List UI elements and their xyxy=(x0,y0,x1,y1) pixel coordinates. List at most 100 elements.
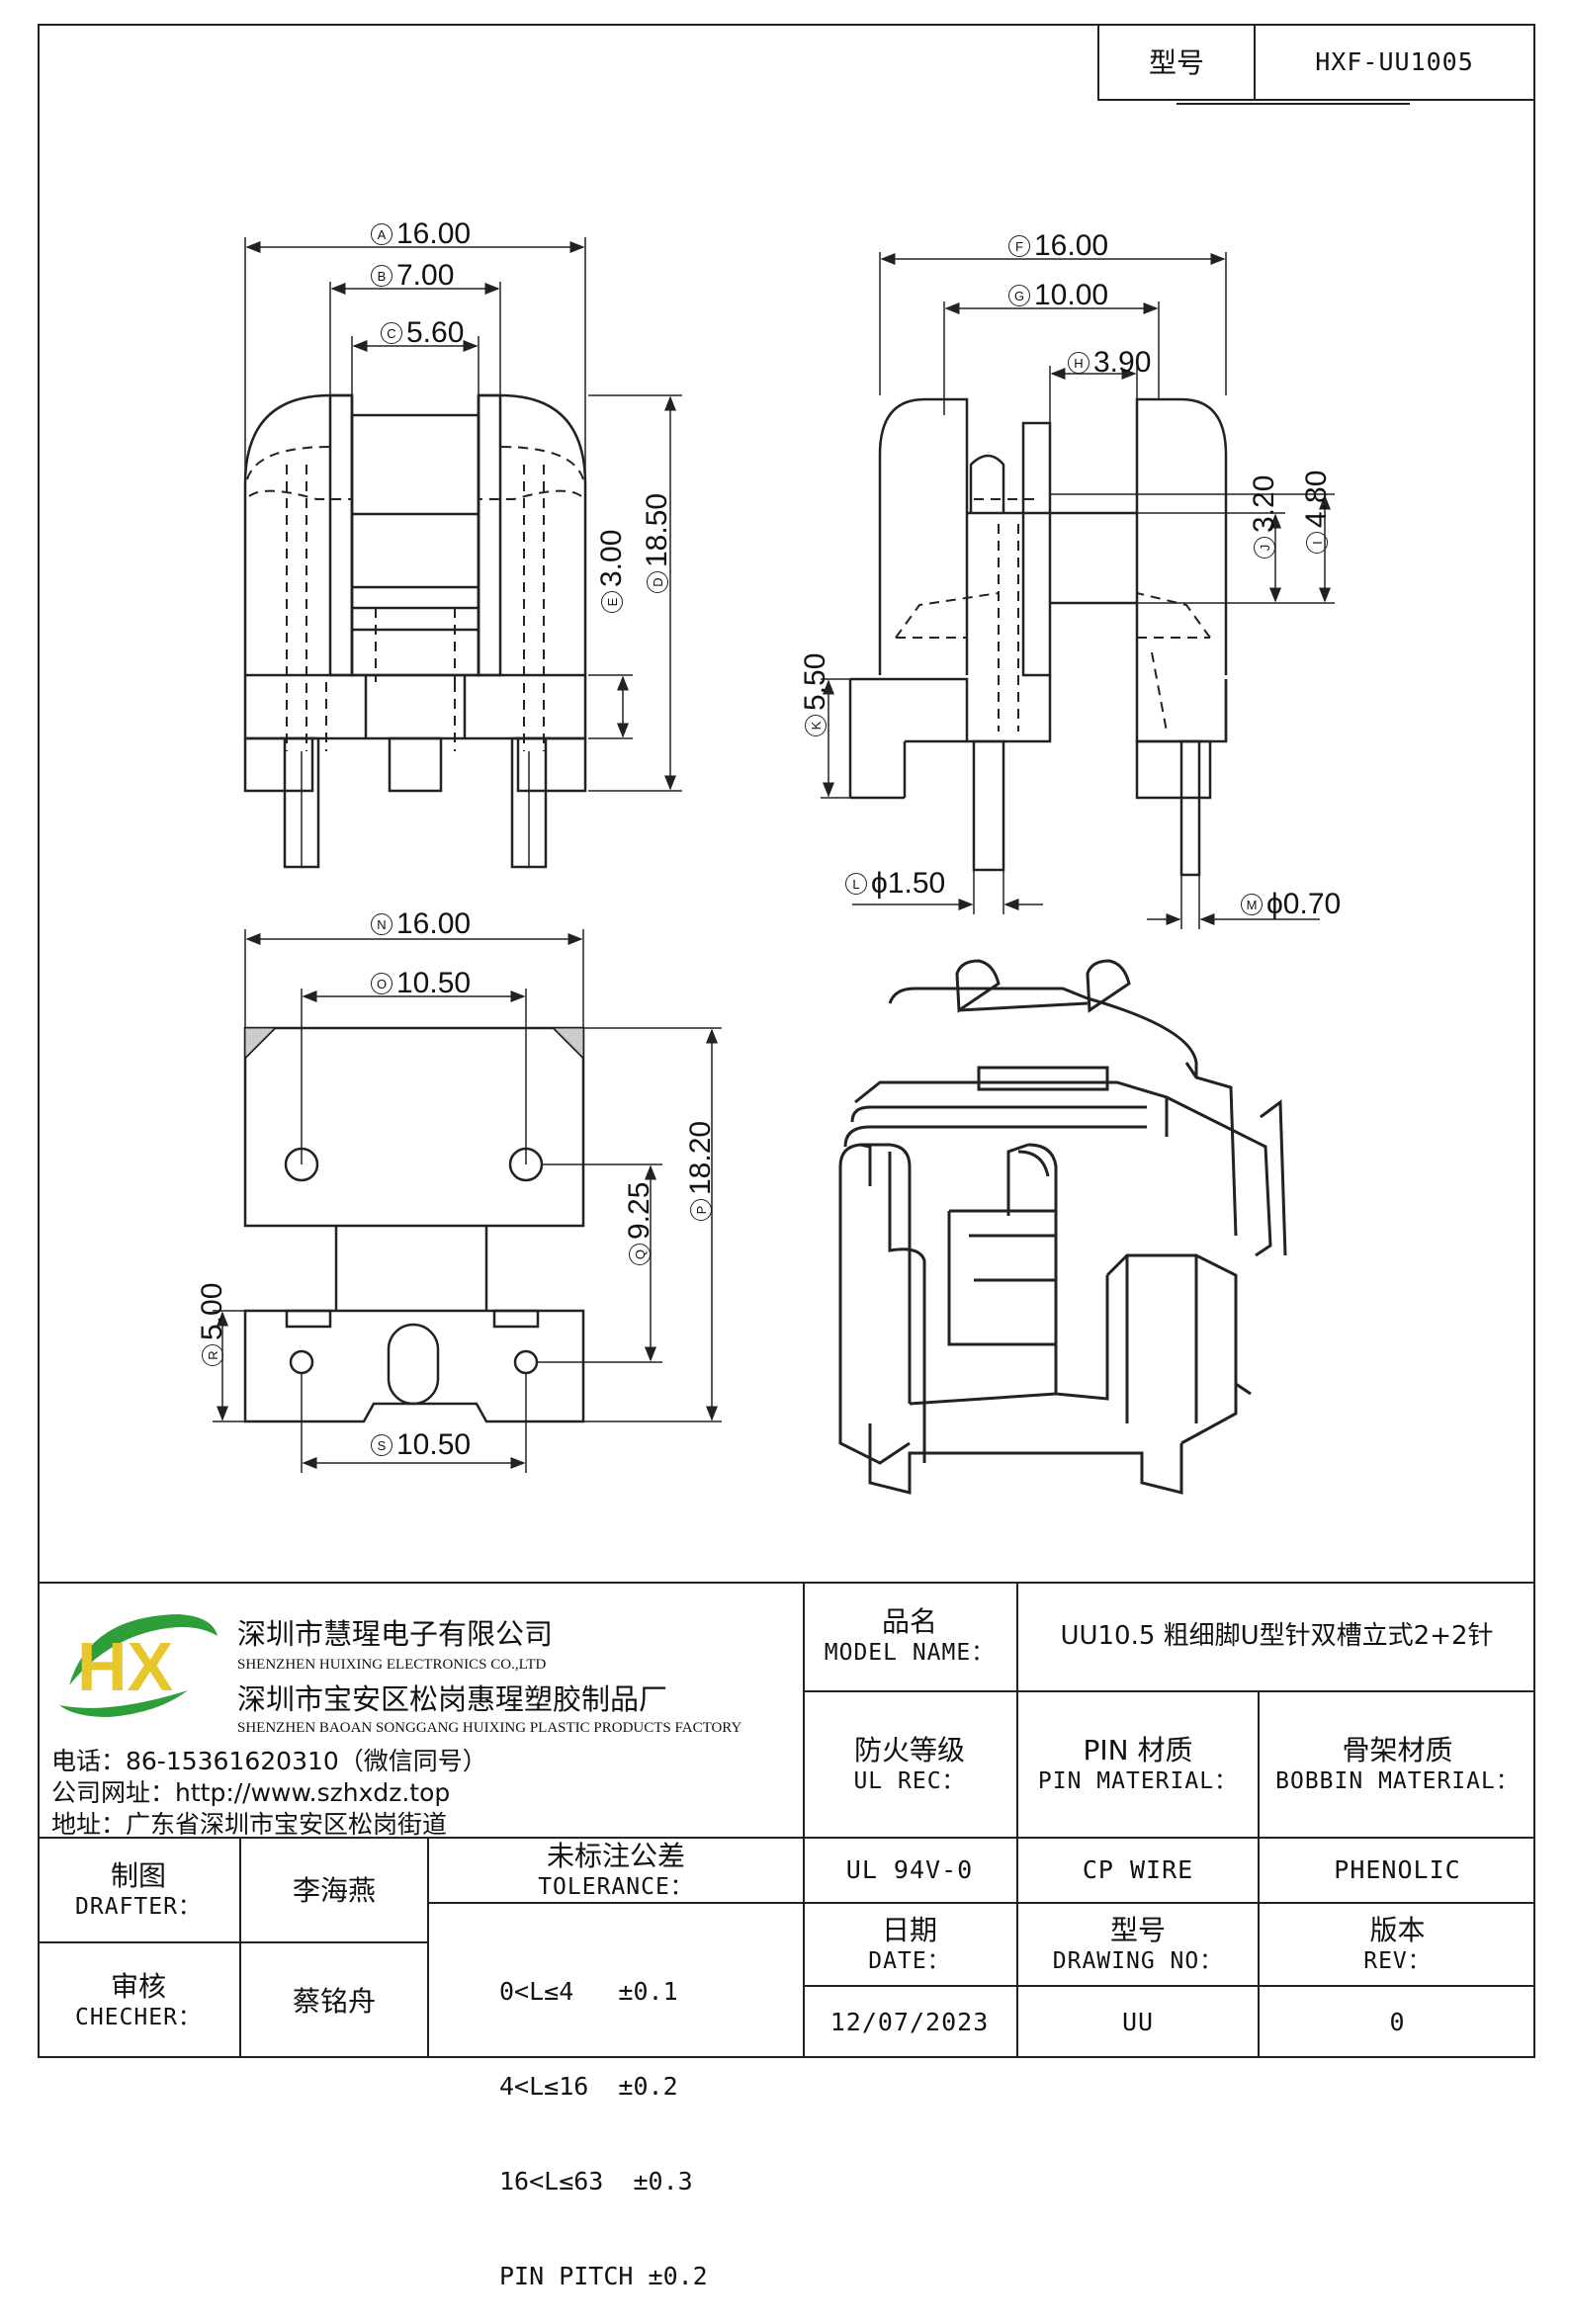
model-name-label: 品名 MODEL NAME： xyxy=(803,1582,1016,1690)
dimension-value: 18.20 xyxy=(684,1120,717,1195)
rev-label-cn: 版本 xyxy=(1369,1914,1426,1947)
title-divider xyxy=(239,1837,241,2058)
tolerance-label: 未标注公差 TOLERANCE： xyxy=(429,1839,803,1902)
dimension-value: 16.00 xyxy=(396,907,472,940)
company-website: 公司网址：http://www.szhxdz.top xyxy=(51,1778,451,1807)
dimension-marker: O xyxy=(371,973,392,994)
checker-value: 蔡铭舟 xyxy=(292,1984,376,2018)
tolerance-list: 0<L≤4 ±0.1 4<L≤16 ±0.2 16<L≤63 ±0.3 PIN … xyxy=(499,1913,796,2324)
dimension-marker: I xyxy=(1306,532,1328,554)
dimension-label-d: D 18.50 xyxy=(641,493,674,593)
dimension-value: 4.80 xyxy=(1300,470,1333,528)
dimension-value: 5.50 xyxy=(799,652,831,711)
dimension-label-q: Q 9.25 xyxy=(623,1182,656,1265)
tolerance-line: 4<L≤16 ±0.2 xyxy=(499,2072,678,2101)
dimension-marker: A xyxy=(371,223,392,245)
dimension-label-e: E 3.00 xyxy=(595,530,629,613)
dimension-marker: B xyxy=(371,265,392,287)
dimension-value: 3.20 xyxy=(1248,474,1280,533)
title-divider xyxy=(803,1985,1535,1987)
pin-material-label: PIN 材质 PIN MATERIAL： xyxy=(1018,1692,1258,1837)
drawing-no-value: UU xyxy=(1121,2008,1155,2037)
title-divider xyxy=(427,1837,429,2058)
drafter-label-cn: 制图 xyxy=(110,1859,166,1893)
pin-material-label-en: PIN MATERIAL： xyxy=(1037,1768,1239,1795)
date-value: 12/07/2023 xyxy=(829,2008,990,2037)
dimension-label-i: I 4.80 xyxy=(1300,471,1334,554)
dimension-value: 9.25 xyxy=(623,1181,655,1240)
checker-label-cn: 审核 xyxy=(110,1970,166,2004)
title-divider xyxy=(803,1902,1535,1904)
checker-label-en: CHECHER： xyxy=(75,2005,202,2031)
dimension-label-k: K 5.50 xyxy=(799,653,832,736)
title-divider xyxy=(1016,1582,1018,2058)
title-divider xyxy=(38,1837,803,1839)
tolerance-label-cn: 未标注公差 xyxy=(546,1840,685,1873)
rev-label: 版本 REV： xyxy=(1260,1904,1535,1985)
title-divider xyxy=(427,1902,803,1904)
model-name-label-en: MODEL NAME： xyxy=(824,1640,996,1667)
drawing-no-label-en: DRAWING NO： xyxy=(1052,1948,1224,1975)
tolerance-label-en: TOLERANCE： xyxy=(538,1874,694,1901)
drafter-label: 制图 DRAFTER： xyxy=(38,1839,239,1941)
drafter-label-en: DRAFTER： xyxy=(75,1894,202,1921)
tolerance-line: 0<L≤4 ±0.1 xyxy=(499,1977,678,2006)
dimension-marker: Q xyxy=(629,1244,651,1265)
dimension-marker: J xyxy=(1254,537,1275,559)
title-divider xyxy=(38,1941,427,1943)
company-phone: 电话：86-15361620310（微信同号） xyxy=(51,1747,487,1775)
dimension-value: 3.00 xyxy=(595,529,628,587)
ul-rec-label-en: UL REC： xyxy=(853,1768,966,1795)
ul-rec-value: UL 94V-0 xyxy=(845,1855,974,1885)
date-label-en: DATE： xyxy=(868,1948,951,1975)
dimension-marker: F xyxy=(1008,235,1030,257)
dimension-marker: D xyxy=(647,571,668,593)
checker-label: 审核 CHECHER： xyxy=(38,1943,239,2058)
header-underline xyxy=(1177,103,1410,105)
factory-name-en: SHENZHEN BAOAN SONGGANG HUIXING PLASTIC … xyxy=(237,1720,742,1736)
factory-name-cn: 深圳市宝安区松岗惠瑆塑胶制品厂 xyxy=(237,1682,668,1716)
date-label-cn: 日期 xyxy=(881,1914,937,1947)
dimension-marker: H xyxy=(1068,352,1090,374)
bobbin-material-label-en: BOBBIN MATERIAL： xyxy=(1275,1768,1520,1795)
dimension-marker: N xyxy=(371,913,392,935)
isometric-view xyxy=(838,959,1287,1495)
dimension-value: 18.50 xyxy=(641,492,673,567)
dimension-value: 7.00 xyxy=(396,259,455,292)
title-divider xyxy=(1258,1690,1260,2058)
dimension-value: 3.90 xyxy=(1093,346,1152,379)
company-name-cn: 深圳市慧瑆电子有限公司 xyxy=(237,1617,554,1651)
title-divider xyxy=(803,1837,1535,1839)
title-divider xyxy=(803,1582,805,2058)
pin-material-label-cn: PIN 材质 xyxy=(1083,1734,1193,1767)
dimension-value: ϕ1.50 xyxy=(871,867,946,900)
dimension-value: 10.50 xyxy=(396,967,472,999)
dimension-marker: E xyxy=(601,591,623,613)
dimension-marker: K xyxy=(805,715,827,736)
dimension-value: ϕ0.70 xyxy=(1266,888,1342,920)
side-view xyxy=(821,252,1335,929)
bobbin-material-label-cn: 骨架材质 xyxy=(1342,1734,1453,1767)
drafter-value: 李海燕 xyxy=(292,1873,376,1907)
dimension-value: 10.00 xyxy=(1034,279,1109,311)
header-part-number: HXF-UU1005 xyxy=(1256,24,1535,101)
bobbin-material-value: PHENOLIC xyxy=(1334,1855,1461,1885)
dimension-value: 5.60 xyxy=(406,316,465,349)
dimension-value: 16.00 xyxy=(1034,229,1109,262)
dimension-value: 10.50 xyxy=(396,1428,472,1461)
company-logo: HX xyxy=(59,1614,218,1717)
title-divider xyxy=(803,1690,1535,1692)
company-name-en: SHENZHEN HUIXING ELECTRONICS CO.,LTD xyxy=(237,1657,547,1673)
title-block xyxy=(38,1582,1535,2058)
bottom-view xyxy=(213,929,722,1473)
rev-label-en: REV： xyxy=(1363,1948,1432,1975)
